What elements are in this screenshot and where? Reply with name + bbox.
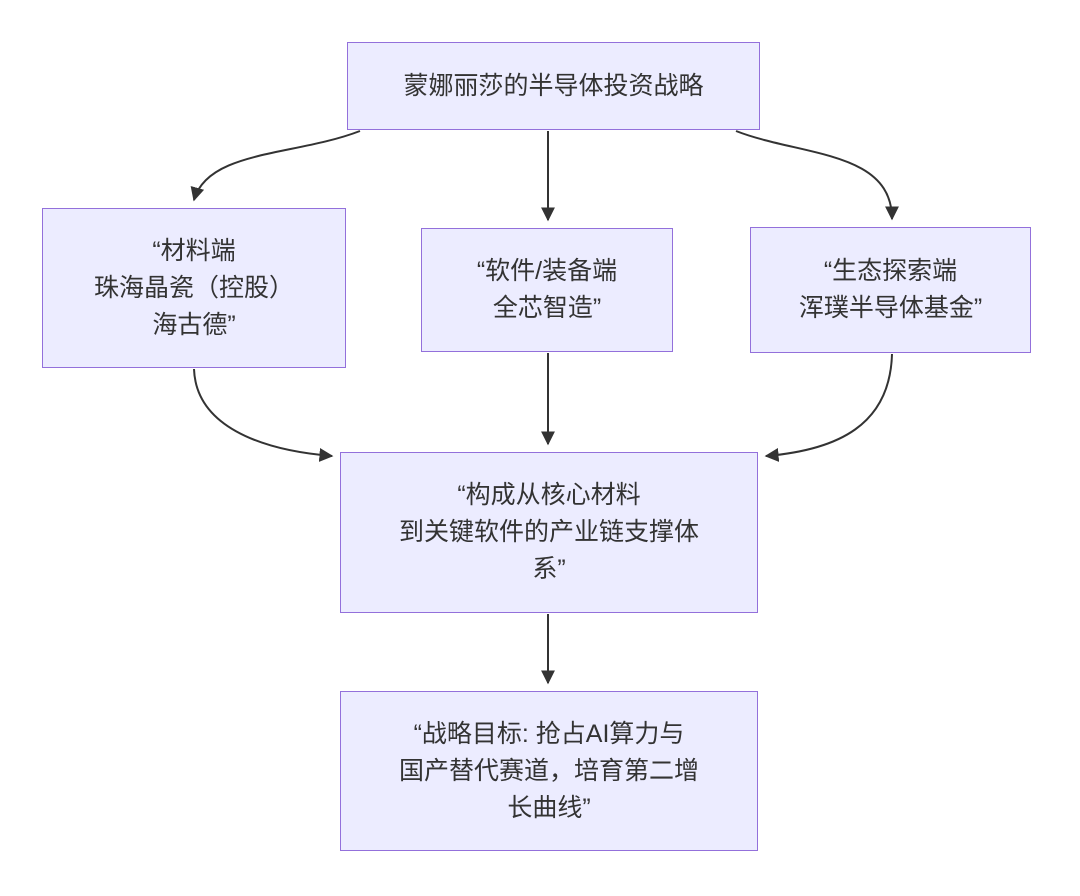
node-ecosystem-exploration-side-label: “生态探索端 浑璞半导体基金”	[798, 257, 983, 322]
node-investment-strategy-label: 蒙娜丽莎的半导体投资战略	[403, 71, 704, 100]
edge-root-ecosystem	[735, 130, 899, 221]
edge-root-material	[190, 130, 361, 202]
edge-material-chain	[193, 368, 334, 462]
node-software-equipment-side-label: “软件/装备端 全芯智造”	[476, 257, 618, 322]
node-strategic-goal: “战略目标: 抢占AI算力与 国产替代赛道，培育第二增 长曲线”	[340, 691, 758, 851]
node-strategic-goal-label: “战略目标: 抢占AI算力与 国产替代赛道，培育第二增 长曲线”	[398, 719, 699, 822]
node-investment-strategy: 蒙娜丽莎的半导体投资战略	[347, 42, 760, 130]
node-software-equipment-side: “软件/装备端 全芯智造”	[421, 228, 673, 352]
node-material-side: “材料端 珠海晶瓷（控股） 海古德”	[42, 208, 346, 368]
edge-ecosystem-chain	[764, 353, 893, 462]
node-ecosystem-exploration-side: “生态探索端 浑璞半导体基金”	[750, 227, 1031, 353]
node-industry-chain-support-label: “构成从核心材料 到关键软件的产业链支撑体 系”	[398, 481, 699, 583]
node-industry-chain-support: “构成从核心材料 到关键软件的产业链支撑体 系”	[340, 452, 758, 613]
node-material-side-label: “材料端 珠海晶瓷（控股） 海古德”	[93, 236, 294, 339]
